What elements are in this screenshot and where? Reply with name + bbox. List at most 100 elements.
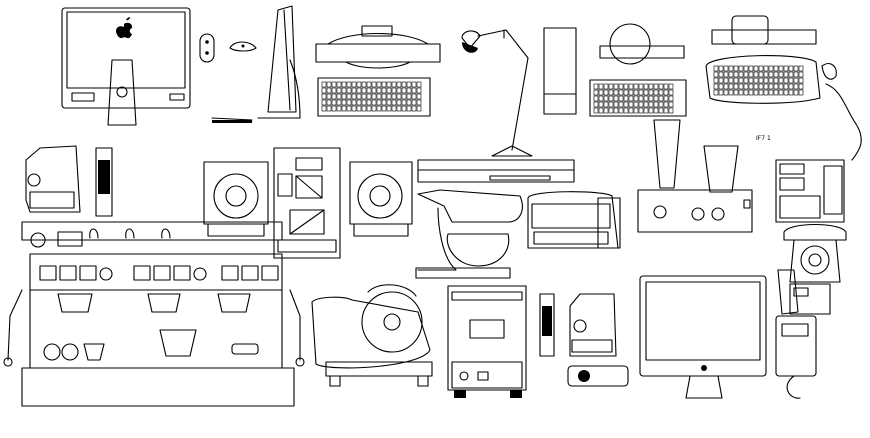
key bbox=[331, 105, 337, 112]
toaster-icon bbox=[527, 191, 621, 249]
key bbox=[416, 81, 422, 88]
key bbox=[753, 77, 759, 84]
key bbox=[638, 89, 644, 96]
key bbox=[628, 95, 634, 102]
key bbox=[386, 99, 392, 106]
key bbox=[638, 95, 644, 102]
key bbox=[593, 83, 599, 90]
dvd-player-icon bbox=[417, 159, 575, 183]
key bbox=[733, 65, 739, 72]
key bbox=[668, 95, 674, 102]
key bbox=[386, 93, 392, 100]
key bbox=[608, 89, 614, 96]
key bbox=[763, 77, 769, 84]
key bbox=[738, 71, 744, 78]
key bbox=[623, 101, 629, 108]
key bbox=[663, 101, 669, 108]
key bbox=[768, 77, 774, 84]
key bbox=[778, 77, 784, 84]
key bbox=[783, 65, 789, 72]
key bbox=[738, 83, 744, 90]
key bbox=[371, 81, 377, 88]
key bbox=[773, 77, 779, 84]
key bbox=[773, 65, 779, 72]
key bbox=[376, 105, 382, 112]
key bbox=[623, 89, 629, 96]
key bbox=[603, 95, 609, 102]
key bbox=[743, 89, 749, 96]
espresso-machine-icon bbox=[3, 221, 305, 407]
key bbox=[763, 83, 769, 90]
imac-side-icon bbox=[211, 5, 301, 123]
key bbox=[753, 83, 759, 90]
key bbox=[406, 93, 412, 100]
key bbox=[396, 87, 402, 94]
key bbox=[371, 87, 377, 94]
key bbox=[773, 83, 779, 90]
key bbox=[643, 107, 649, 114]
key bbox=[783, 71, 789, 78]
key bbox=[613, 107, 619, 114]
key bbox=[793, 77, 799, 84]
key bbox=[391, 93, 397, 100]
key bbox=[638, 107, 644, 114]
key bbox=[386, 105, 392, 112]
key bbox=[603, 107, 609, 114]
key bbox=[653, 95, 659, 102]
key bbox=[346, 87, 352, 94]
key bbox=[376, 87, 382, 94]
key bbox=[718, 89, 724, 96]
key bbox=[376, 99, 382, 106]
key bbox=[783, 77, 789, 84]
key bbox=[753, 89, 759, 96]
key bbox=[718, 77, 724, 84]
key bbox=[768, 71, 774, 78]
key bbox=[321, 81, 327, 88]
key bbox=[341, 99, 347, 106]
key bbox=[668, 89, 674, 96]
key bbox=[788, 83, 794, 90]
key bbox=[778, 83, 784, 90]
key bbox=[598, 107, 604, 114]
key bbox=[321, 87, 327, 94]
stand-mixer-icon bbox=[415, 189, 523, 279]
key bbox=[411, 105, 417, 112]
ip-phone-icon bbox=[777, 269, 831, 315]
key bbox=[733, 77, 739, 84]
key bbox=[326, 81, 332, 88]
key bbox=[406, 105, 412, 112]
key bbox=[321, 99, 327, 106]
key bbox=[723, 89, 729, 96]
keyboard-icon bbox=[317, 77, 431, 117]
key bbox=[668, 107, 674, 114]
key bbox=[758, 77, 764, 84]
key bbox=[593, 95, 599, 102]
key bbox=[406, 99, 412, 106]
key bbox=[633, 107, 639, 114]
key bbox=[653, 101, 659, 108]
key bbox=[593, 101, 599, 108]
key bbox=[371, 93, 377, 100]
key bbox=[351, 81, 357, 88]
key bbox=[728, 89, 734, 96]
key bbox=[728, 71, 734, 78]
key bbox=[618, 83, 624, 90]
grinder-icon bbox=[25, 145, 113, 217]
key bbox=[793, 71, 799, 78]
key bbox=[346, 99, 352, 106]
key bbox=[396, 99, 402, 106]
key bbox=[738, 77, 744, 84]
keyboard-mouse-set-icon bbox=[705, 15, 862, 161]
key bbox=[713, 77, 719, 84]
key bbox=[728, 83, 734, 90]
key bbox=[608, 83, 614, 90]
key bbox=[603, 101, 609, 108]
meat-slicer-icon bbox=[311, 284, 433, 387]
key bbox=[748, 71, 754, 78]
key bbox=[663, 83, 669, 90]
key bbox=[361, 105, 367, 112]
key bbox=[793, 83, 799, 90]
key bbox=[648, 101, 654, 108]
key bbox=[798, 83, 804, 90]
key bbox=[356, 105, 362, 112]
